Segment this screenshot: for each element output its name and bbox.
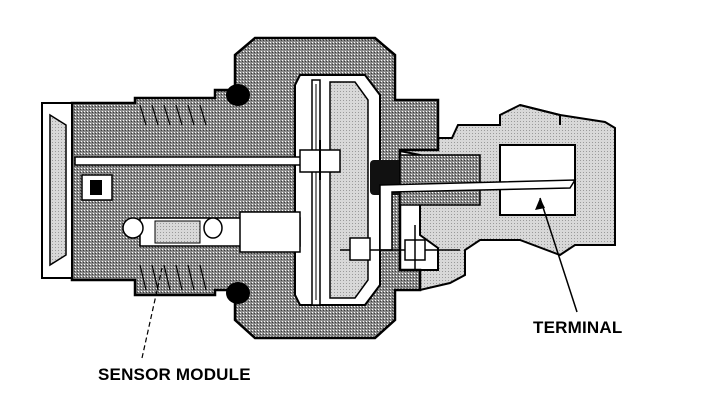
end-cap	[41, 102, 73, 279]
leader-terminal	[535, 197, 578, 313]
o-ring-bottom	[226, 282, 250, 304]
connector-housing	[394, 103, 616, 291]
sensor-bore	[122, 211, 301, 253]
diaphragm	[311, 79, 321, 306]
sensor-module-label: SENSOR MODULE	[98, 365, 251, 384]
leader-sensor-module	[141, 267, 163, 359]
terminal-label: TERMINAL	[533, 318, 623, 337]
seal-block	[370, 154, 481, 206]
o-ring-top	[226, 84, 250, 106]
insert-block	[81, 174, 113, 201]
threads	[139, 104, 207, 291]
push-rod	[74, 140, 341, 180]
diaphragm-chamber	[294, 74, 381, 306]
sensor-leads	[340, 225, 460, 270]
